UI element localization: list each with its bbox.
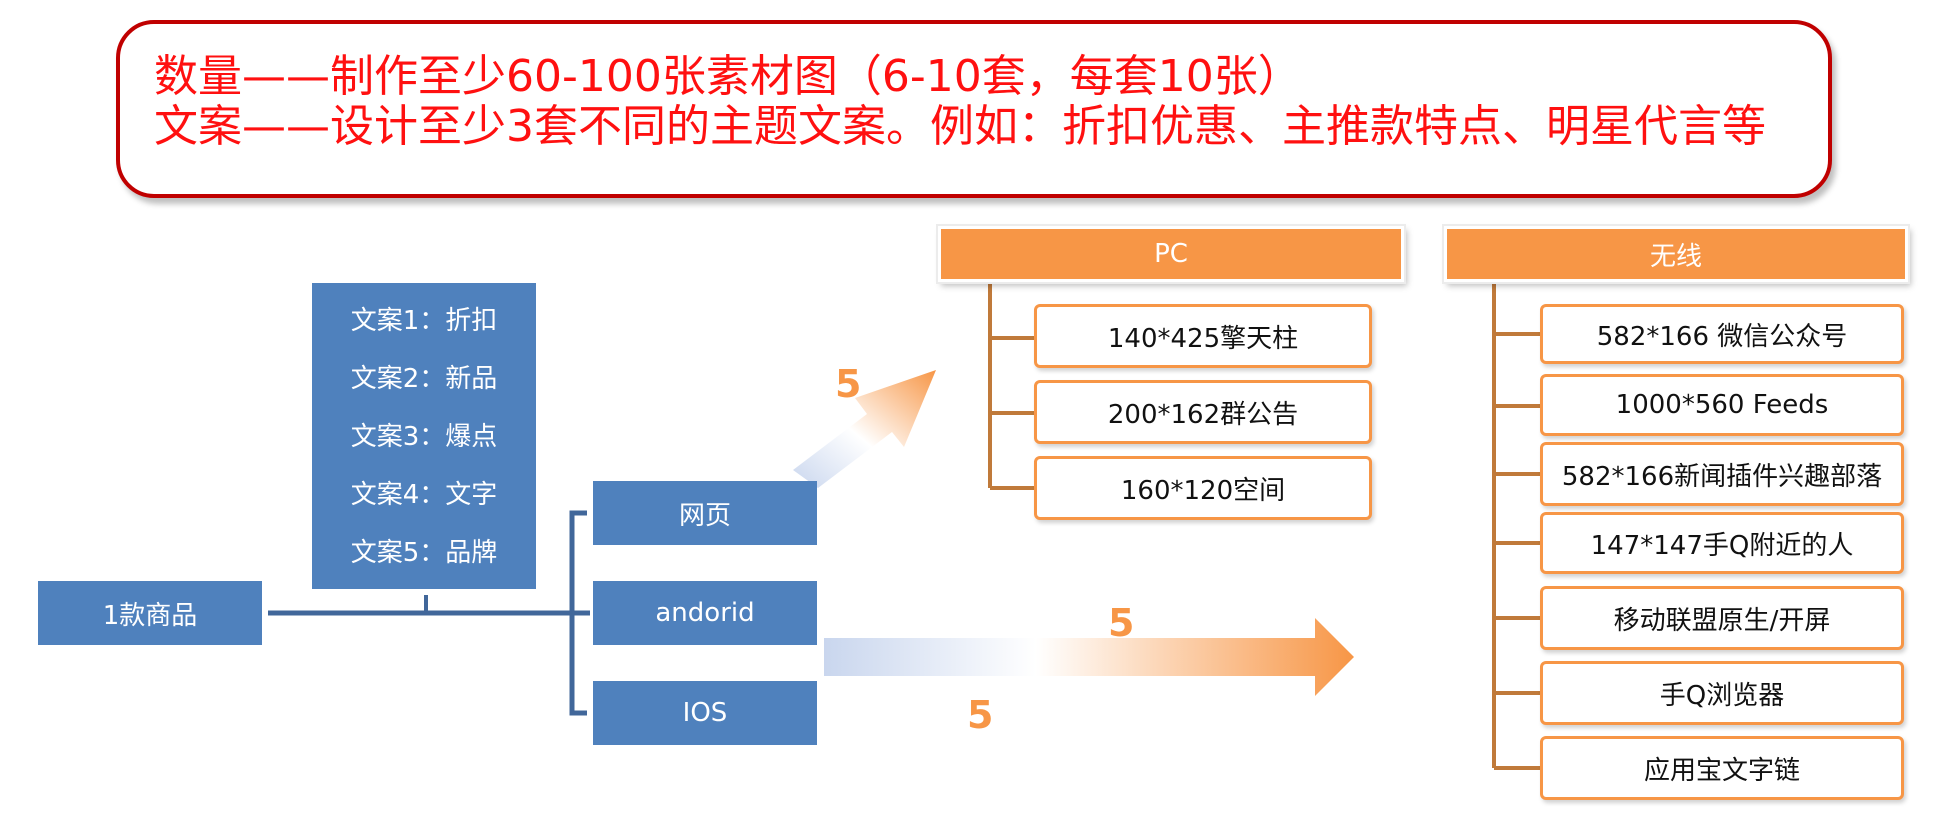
copy-item: 文案4：文字 <box>350 480 498 510</box>
pc-item: 140*425擎天柱 <box>1034 304 1372 368</box>
arrow-to-pc <box>793 370 936 488</box>
requirement-copywriting: 文案——设计至少3套不同的主题文案。例如：折扣优惠、主推款特点、明星代言等 <box>154 101 1766 152</box>
wireless-item: 147*147手Q附近的人 <box>1540 512 1904 574</box>
copy-item: 文案2：新品 <box>350 364 498 394</box>
copy-item: 文案5：品牌 <box>350 538 498 568</box>
count-label-wireless: 5 <box>1108 601 1135 645</box>
wireless-item: 1000*560 Feeds <box>1540 374 1904 436</box>
wireless-item: 582*166 微信公众号 <box>1540 304 1904 364</box>
pc-item: 160*120空间 <box>1034 456 1372 520</box>
count-label-pc: 5 <box>835 362 862 406</box>
platform-ios: IOS <box>593 681 817 745</box>
wireless-item: 582*166新闻插件兴趣部落 <box>1540 442 1904 506</box>
product-box: 1款商品 <box>38 581 262 645</box>
wireless-item: 移动联盟原生/开屏 <box>1540 586 1904 650</box>
copy-item: 文案3：爆点 <box>350 422 498 452</box>
platform-android: andorid <box>593 581 817 645</box>
wireless-item: 手Q浏览器 <box>1540 661 1904 725</box>
platform-web: 网页 <box>593 481 817 545</box>
count-label-ios: 5 <box>967 693 994 737</box>
copy-item: 文案1：折扣 <box>350 306 498 336</box>
requirements-box: 数量——制作至少60-100张素材图（6-10套，每套10张） 文案——设计至少… <box>116 20 1832 198</box>
requirement-quantity: 数量——制作至少60-100张素材图（6-10套，每套10张） <box>154 51 1302 102</box>
copy-list: 文案1：折扣 文案2：新品 文案3：爆点 文案4：文字 文案5：品牌 <box>312 283 536 589</box>
pc-header: PC <box>938 226 1404 282</box>
arrow-to-wireless <box>824 618 1354 696</box>
wireless-item: 应用宝文字链 <box>1540 736 1904 800</box>
wireless-header: 无线 <box>1444 226 1908 282</box>
pc-item: 200*162群公告 <box>1034 380 1372 444</box>
